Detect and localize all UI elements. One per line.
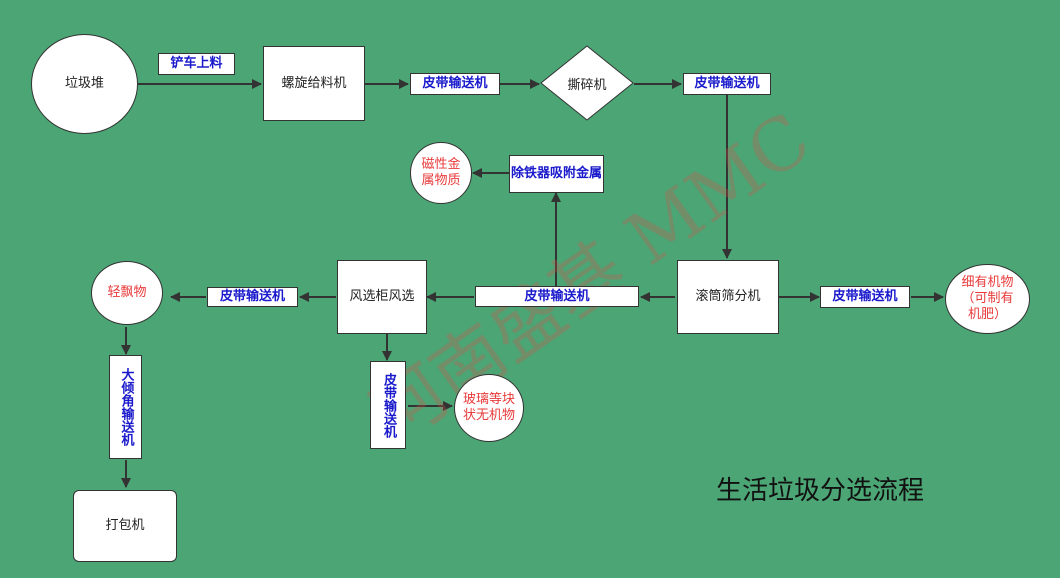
magnetic-metal-node: 磁性金属物质 (410, 142, 472, 204)
vertical-belt-conveyor: 皮带输送机 (370, 361, 406, 449)
shredder-diamond (540, 45, 634, 121)
wind-separator-node: 风选柜风选 (337, 260, 427, 334)
baler-node: 打包机 (73, 490, 177, 562)
incline-conveyor-node: 大倾角输送机 (109, 355, 142, 459)
belt-conveyor-to-organic: 皮带输送机 (820, 286, 910, 308)
iron-remover-node: 除铁器吸附金属 (509, 155, 604, 193)
glass-inorganic-node: 玻璃等块状无机物 (454, 374, 524, 442)
belt-conveyor-1: 皮带输送机 (410, 73, 500, 95)
trommel-screen-node: 滚筒筛分机 (677, 260, 779, 334)
fine-organic-node: 细有机物（可制有机肥） (945, 264, 1030, 334)
diagram-title: 生活垃圾分选流程 (716, 476, 925, 506)
screw-feeder-node: 螺旋给料机 (263, 46, 365, 121)
belt-conveyor-2: 皮带输送机 (683, 73, 771, 95)
belt-conveyor-to-light: 皮带输送机 (207, 287, 298, 307)
shredder-node: 撕碎机 (567, 77, 607, 93)
light-matter-node: 轻飘物 (91, 261, 163, 325)
shovel-loading-label: 铲车上料 (158, 53, 235, 75)
garbage-pile-node: 垃圾堆 (31, 34, 138, 134)
belt-conveyor-to-wind: 皮带输送机 (475, 286, 639, 307)
